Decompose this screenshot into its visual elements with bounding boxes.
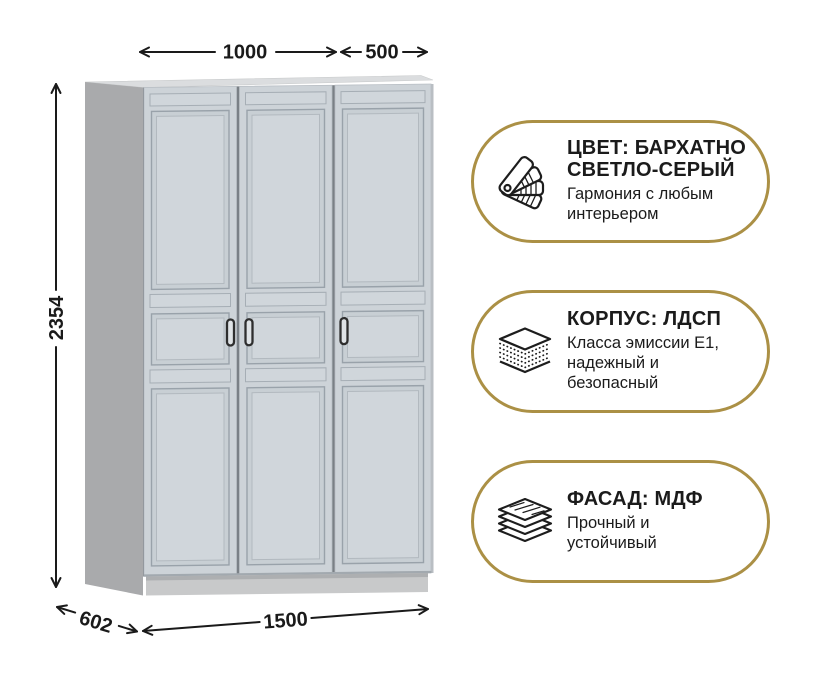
badge-title: ЦВЕТ: БАРХАТНО СВЕТЛО-СЕРЫЙ xyxy=(567,138,753,182)
wardrobe-side-panel xyxy=(85,82,143,596)
badge-title-line: ЦВЕТ: БАРХАТНО xyxy=(567,137,747,160)
wardrobe-door-right xyxy=(334,83,432,575)
dimension-depth: 602 xyxy=(56,604,138,638)
dimension-width-doors: 1000 xyxy=(139,42,337,64)
dimension-label-500: 500 xyxy=(365,42,398,64)
wardrobe-illustration xyxy=(84,75,434,596)
dimension-width-right-door: 500 xyxy=(340,42,428,64)
badge-subtitle-line: надежный и xyxy=(567,354,659,372)
feature-badge-body-material: КОРПУС: ЛДСП Класса эмиссии Е1, надежный… xyxy=(471,290,770,413)
door-handle xyxy=(244,318,254,347)
badge-subtitle-line: устойчивый xyxy=(567,533,657,552)
badge-subtitle-line: Гармония с любым xyxy=(567,185,714,203)
badge-subtitle: Класса эмиссии Е1, надежный и безопасный xyxy=(567,334,753,393)
badge-subtitle-line: Прочный и xyxy=(567,514,650,533)
wardrobe-door-left xyxy=(143,85,238,578)
badge-subtitle: Гармония с любым интерьером xyxy=(567,185,753,225)
dimension-label-1000: 1000 xyxy=(223,42,268,64)
dimension-label-1500: 1500 xyxy=(263,608,309,633)
badge-subtitle-line: интерьером xyxy=(567,204,659,223)
door-handle xyxy=(339,316,349,346)
door-handle xyxy=(225,318,236,347)
badge-title-line: КОРПУС: ЛДСП xyxy=(567,308,722,331)
chipboard-layers-icon xyxy=(498,326,552,373)
badge-title: ФАСАД: МДФ xyxy=(567,488,753,511)
feature-badge-color: ЦВЕТ: БАРХАТНО СВЕТЛО-СЕРЫЙ Гармония с л… xyxy=(471,120,770,243)
badge-subtitle-line: безопасный xyxy=(567,373,659,392)
dimension-label-2354: 2354 xyxy=(46,295,68,340)
badge-title-line: СВЕТЛО-СЕРЫЙ xyxy=(567,159,735,182)
color-swatch-fan-icon xyxy=(498,155,545,209)
badge-title-line: ФАСАД: МДФ xyxy=(567,488,703,511)
dimension-height: 2354 xyxy=(46,83,68,588)
badge-subtitle: Прочный и устойчивый xyxy=(567,514,753,554)
badge-title: КОРПУС: ЛДСП xyxy=(567,309,753,331)
feature-badge-facade-material: ФАСАД: МДФ Прочный и устойчивый xyxy=(471,460,770,583)
badge-subtitle-line: Класса эмиссии Е1, xyxy=(567,334,719,353)
wardrobe-front xyxy=(143,83,434,596)
mdf-sheets-icon xyxy=(497,497,553,542)
dimension-total-width: 1500 xyxy=(142,604,429,636)
dimension-label-602: 602 xyxy=(77,607,115,638)
wardrobe-top-face xyxy=(84,75,434,88)
